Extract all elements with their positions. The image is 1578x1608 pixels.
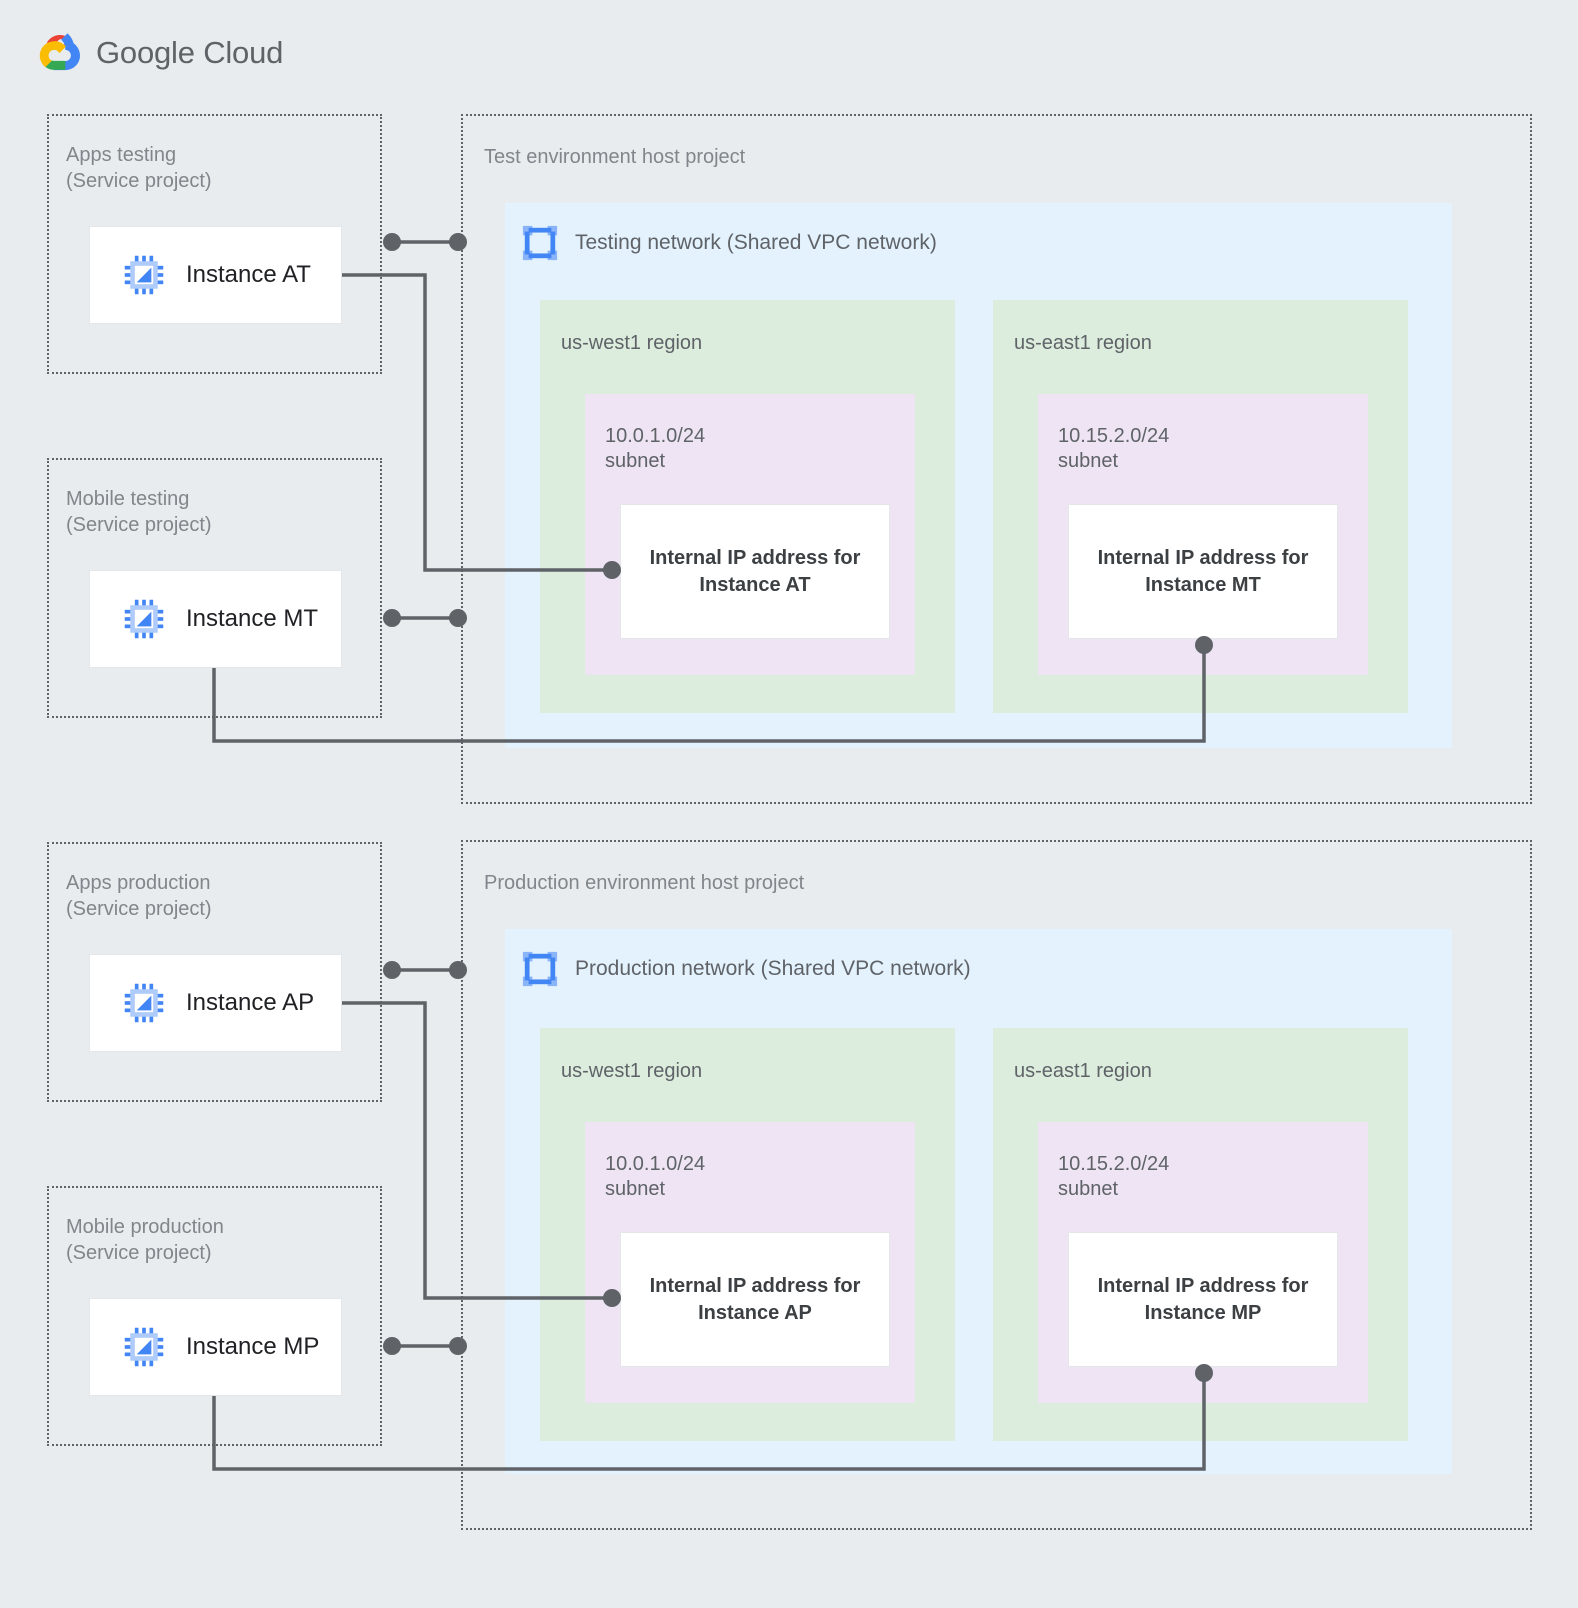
instance-card-mt[interactable]: Instance MT [89, 570, 342, 668]
instance-label-at: Instance AT [186, 261, 311, 288]
host-project-production-environment-label: Production environment host project [484, 872, 805, 894]
region-test-us-west1-label: us-west1 region [561, 332, 703, 354]
instance-label-mp: Instance MP [186, 1333, 320, 1360]
internal-ip-mt-label: Internal IP address for Instance MT [1097, 546, 1309, 596]
subnet-prod-us-west1-label: 10.0.1.0/24 subnet [605, 1153, 706, 1200]
logo-wordmark: Google Cloud [96, 35, 283, 71]
internal-ip-ap-label: Internal IP address for Instance AP [649, 1274, 861, 1324]
compute-instance-icon [124, 1327, 164, 1367]
internal-ip-mp: Internal IP address for Instance MP [1068, 1232, 1338, 1367]
service-project-apps-testing [47, 114, 382, 374]
region-prod-us-west1-label: us-west1 region [561, 1060, 703, 1082]
internal-ip-mt: Internal IP address for Instance MT [1068, 504, 1338, 639]
compute-instance-icon [124, 599, 164, 639]
vpc-network-icon [522, 225, 558, 261]
compute-instance-icon [124, 983, 164, 1023]
region-prod-us-east1-label: us-east1 region [1014, 1060, 1152, 1082]
internal-ip-at: Internal IP address for Instance AT [620, 504, 890, 639]
service-project-apps-production-label: Apps production (Service project) [66, 872, 212, 920]
internal-ip-at-label: Internal IP address for Instance AT [649, 546, 861, 596]
service-project-apps-production [47, 842, 382, 1102]
instance-label-mt: Instance MT [186, 605, 319, 632]
google-cloud-logo: Google Cloud [34, 33, 283, 73]
subnet-test-us-west1-label: 10.0.1.0/24 subnet [605, 425, 706, 472]
instance-label-ap: Instance AP [186, 989, 315, 1016]
dot-mp-left [383, 1337, 401, 1355]
vpc-network-production-header: Production network (Shared VPC network) [521, 950, 971, 988]
vpc-network-production-title: Production network (Shared VPC network) [575, 957, 971, 980]
internal-ip-mp-label: Internal IP address for Instance MP [1097, 1274, 1309, 1324]
instance-card-ap[interactable]: Instance AP [89, 954, 342, 1052]
instance-card-mp[interactable]: Instance MP [89, 1298, 342, 1396]
compute-instance-icon [124, 255, 164, 295]
google-cloud-logo-icon [39, 33, 81, 71]
vpc-network-testing-header: Testing network (Shared VPC network) [521, 224, 937, 262]
logo-word-cloud: Cloud [203, 35, 284, 70]
service-project-mobile-testing-label: Mobile testing (Service project) [66, 488, 212, 536]
dot-mt-left [383, 609, 401, 627]
host-project-test-environment-label: Test environment host project [484, 146, 746, 168]
instance-card-at[interactable]: Instance AT [89, 226, 342, 324]
dot-ap-left [383, 961, 401, 979]
subnet-prod-us-east1-label: 10.15.2.0/24 subnet [1058, 1153, 1170, 1200]
vpc-network-testing-title: Testing network (Shared VPC network) [575, 231, 937, 254]
service-project-apps-testing-label: Apps testing (Service project) [66, 144, 212, 192]
subnet-test-us-east1-label: 10.15.2.0/24 subnet [1058, 425, 1170, 472]
logo-word-google: Google [96, 35, 195, 70]
region-test-us-east1-label: us-east1 region [1014, 332, 1152, 354]
internal-ip-ap: Internal IP address for Instance AP [620, 1232, 890, 1367]
vpc-network-icon [522, 951, 558, 987]
dot-at-left [383, 233, 401, 251]
service-project-mobile-production-label: Mobile production (Service project) [66, 1216, 224, 1264]
